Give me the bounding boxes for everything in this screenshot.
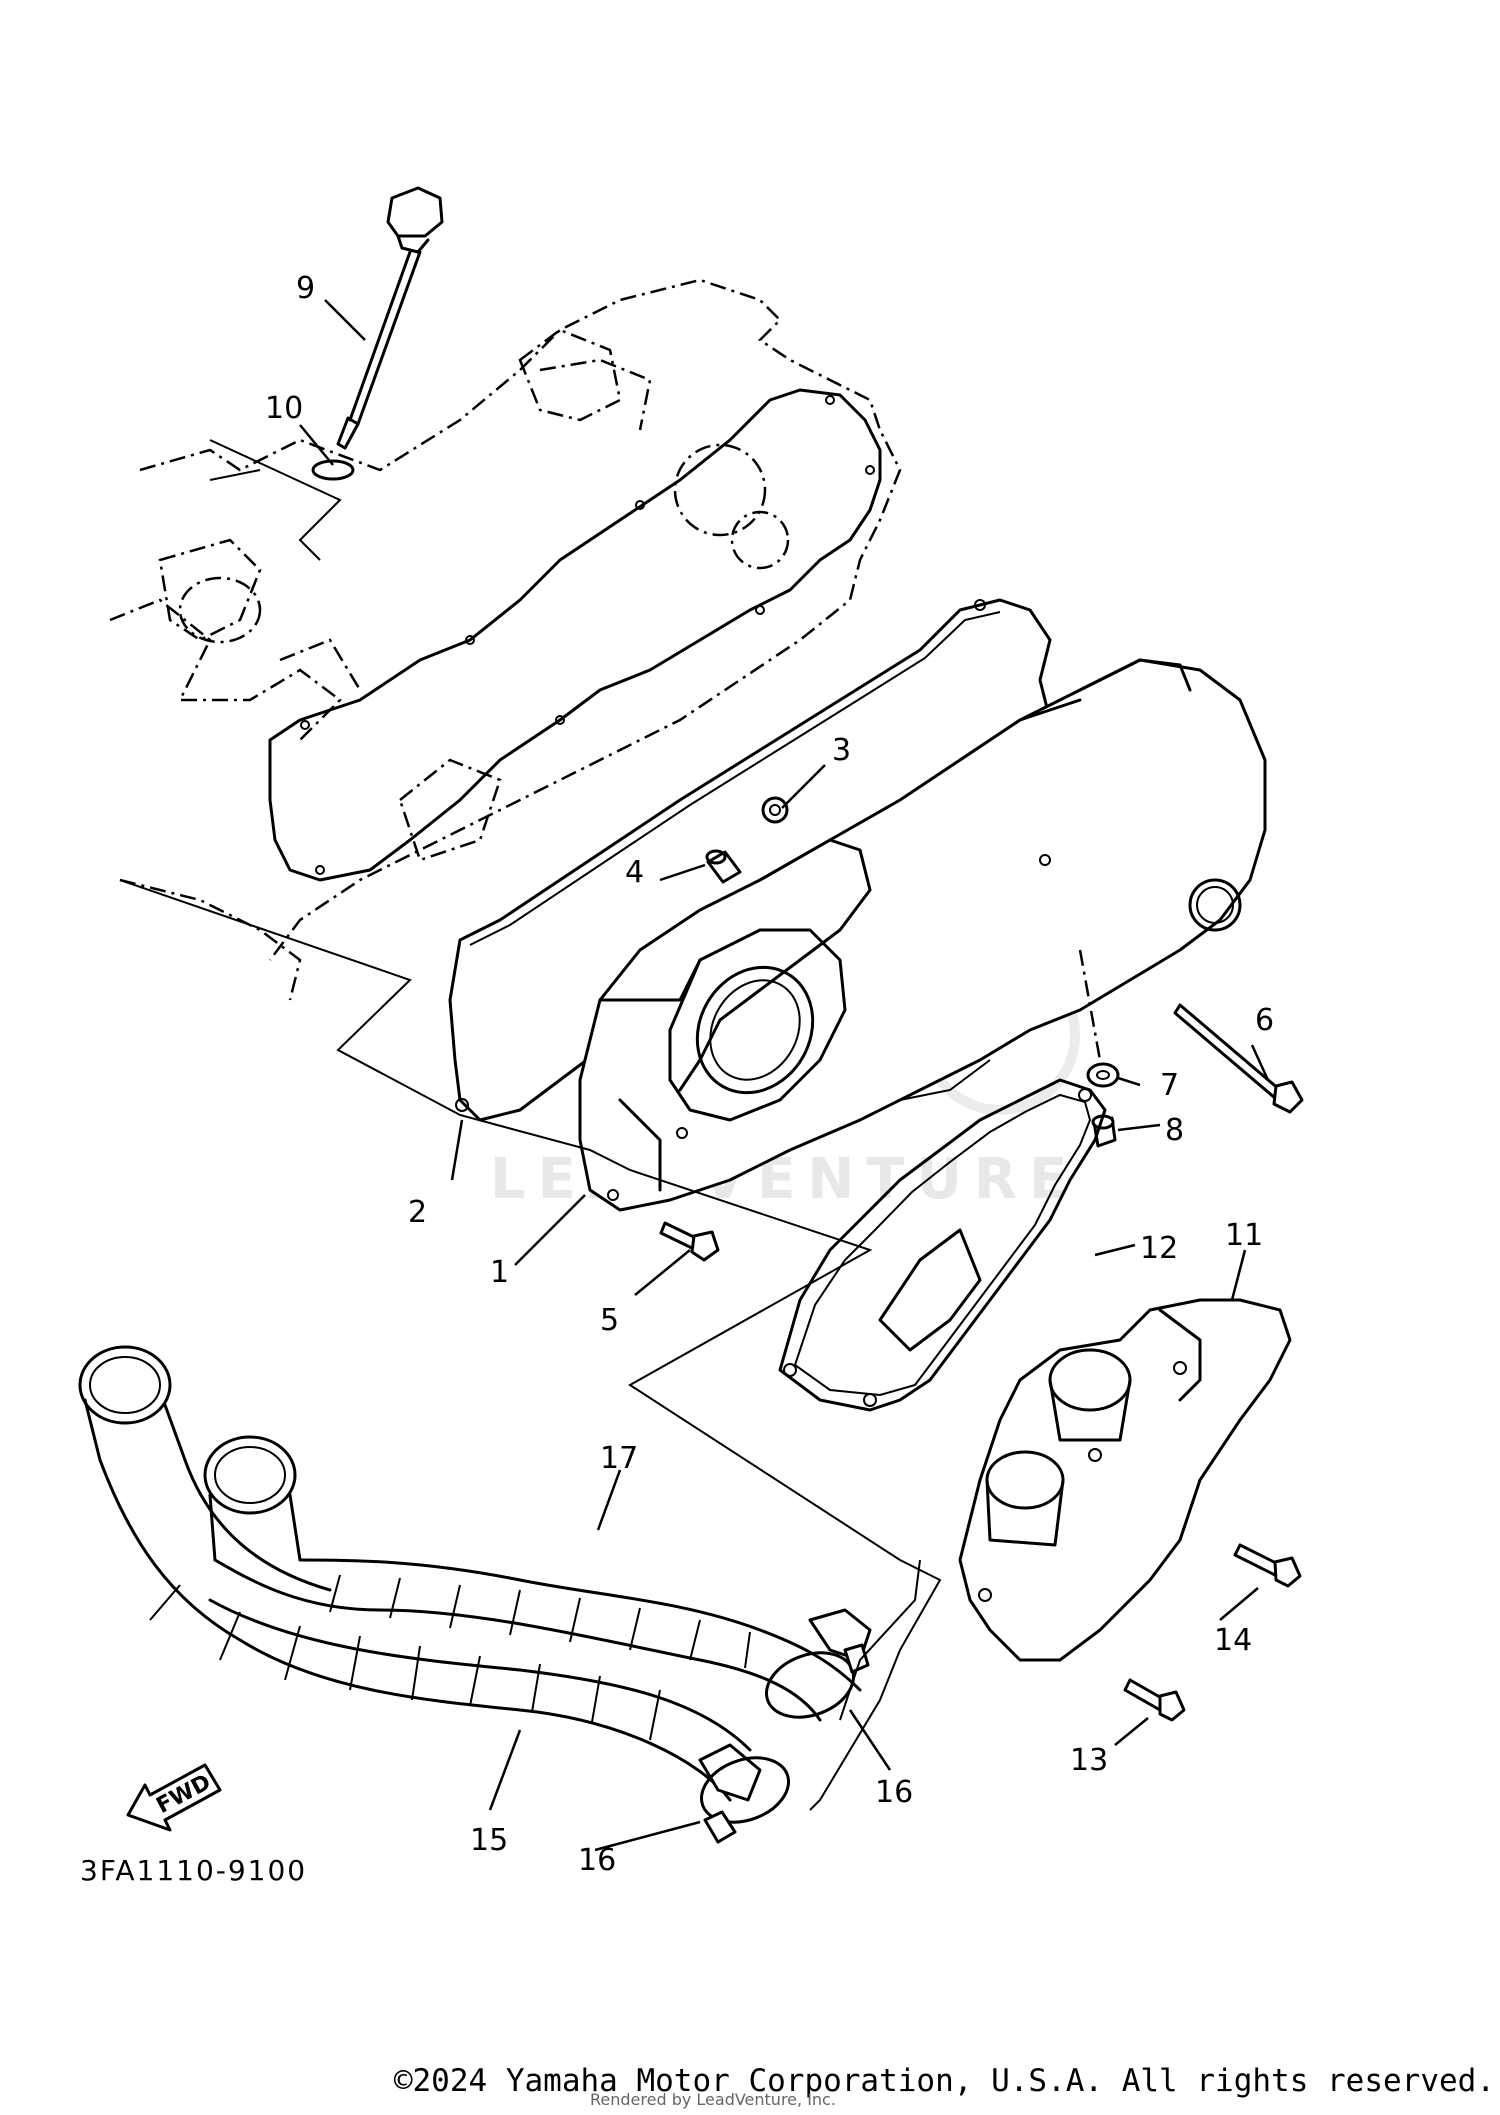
part-4-dowel-pin bbox=[705, 849, 742, 884]
callout-16-lower: 16 bbox=[578, 1843, 616, 1878]
part-11-air-duct-cover bbox=[958, 1298, 1292, 1662]
callout-15: 15 bbox=[470, 1823, 508, 1858]
part-16-clamp-lower bbox=[699, 1756, 791, 1844]
callout-9: 9 bbox=[296, 271, 315, 306]
rendered-by-notice: Rendered by LeadVenture, Inc. bbox=[590, 2090, 836, 2109]
callout-14: 14 bbox=[1214, 1623, 1252, 1658]
callout-1: 1 bbox=[490, 1255, 509, 1290]
callout-2: 2 bbox=[408, 1195, 427, 1230]
callout-13: 13 bbox=[1070, 1743, 1108, 1778]
callout-5: 5 bbox=[600, 1303, 619, 1338]
callout-3: 3 bbox=[832, 733, 851, 768]
callout-numbers: 9 10 3 4 2 1 5 6 7 8 12 11 13 14 15 16 1… bbox=[265, 271, 1274, 1878]
callout-12: 12 bbox=[1140, 1231, 1178, 1266]
inner-gasket-outline bbox=[268, 388, 882, 882]
callout-4: 4 bbox=[625, 855, 644, 890]
part-15-air-duct bbox=[78, 1345, 762, 1802]
callout-17: 17 bbox=[600, 1441, 638, 1476]
part-13-bolt bbox=[1123, 1678, 1186, 1722]
part-9-dipstick bbox=[336, 186, 444, 450]
callout-6: 6 bbox=[1255, 1003, 1274, 1038]
part-12-cover-gasket bbox=[778, 1078, 1107, 1412]
crankcase-outline bbox=[109, 278, 902, 1001]
part-1-crankcase-cover bbox=[578, 658, 1267, 1212]
callout-7: 8 bbox=[1165, 1113, 1184, 1148]
diagram-code: 3FA1110-9100 bbox=[80, 1854, 307, 1887]
callout-leaders bbox=[299, 299, 1270, 1852]
part-14-bolt bbox=[1233, 1543, 1302, 1588]
copyright-notice: ©2024 Yamaha Motor Corporation, U.S.A. A… bbox=[393, 2063, 1495, 2099]
part-8-washer bbox=[1086, 1062, 1120, 1088]
callout-16-upper: 16 bbox=[875, 1775, 913, 1810]
assembly-lines bbox=[119, 439, 942, 1811]
fwd-arrow-icon: FWD bbox=[126, 1763, 222, 1832]
part-10-o-ring bbox=[311, 459, 355, 481]
part-6-long-bolt bbox=[1173, 1003, 1304, 1114]
callout-8: 7 bbox=[1160, 1068, 1179, 1103]
callout-11: 11 bbox=[1225, 1218, 1263, 1253]
bolt-axis-6 bbox=[1078, 949, 1102, 1061]
part-5-bolt bbox=[659, 1221, 720, 1262]
part-7-plug bbox=[1091, 1114, 1117, 1148]
part-16-clamp-upper bbox=[764, 1643, 870, 1719]
callout-10: 10 bbox=[265, 391, 303, 426]
part-3-seal bbox=[761, 796, 789, 824]
